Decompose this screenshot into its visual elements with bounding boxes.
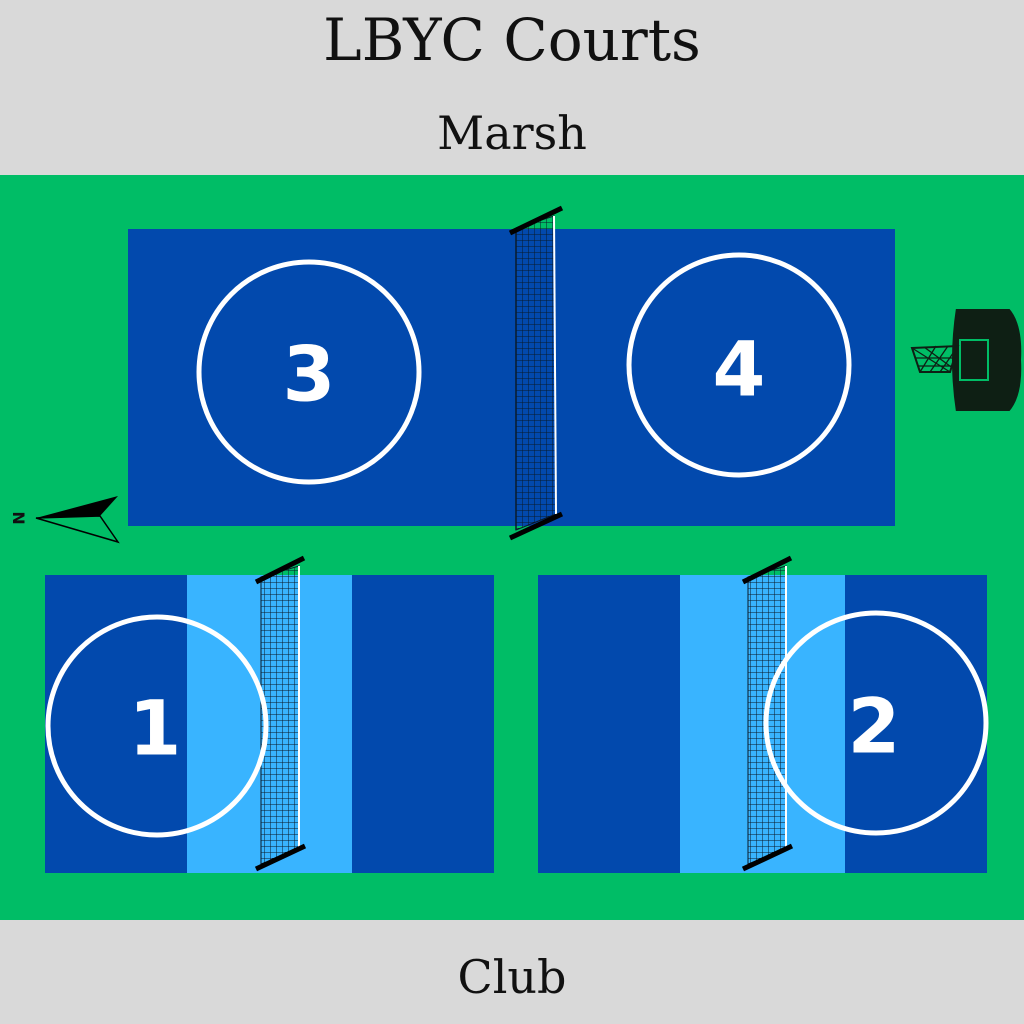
compass-north-icon: N — [10, 496, 120, 544]
court-2: 2 — [538, 555, 989, 873]
court-3-number: 3 — [283, 330, 336, 419]
club-label: Club — [457, 950, 567, 1004]
court-3-4: 3 4 — [128, 205, 895, 541]
court-1: 1 — [45, 555, 494, 873]
marsh-label: Marsh — [437, 106, 587, 160]
compass-north-letter: N — [10, 511, 29, 524]
court-2-circle — [763, 610, 989, 836]
court-top-surface — [128, 229, 895, 526]
court-3-circle — [196, 259, 422, 485]
court-1-circle — [45, 614, 269, 838]
net-top — [508, 205, 564, 541]
court-1-number: 1 — [129, 684, 182, 773]
net-1 — [254, 555, 307, 872]
court-2-number: 2 — [848, 682, 901, 771]
basketball-hoop-icon — [910, 307, 1024, 413]
page-title: LBYC Courts — [323, 6, 701, 74]
court-4-circle — [626, 252, 852, 478]
court-4-number: 4 — [713, 325, 766, 414]
